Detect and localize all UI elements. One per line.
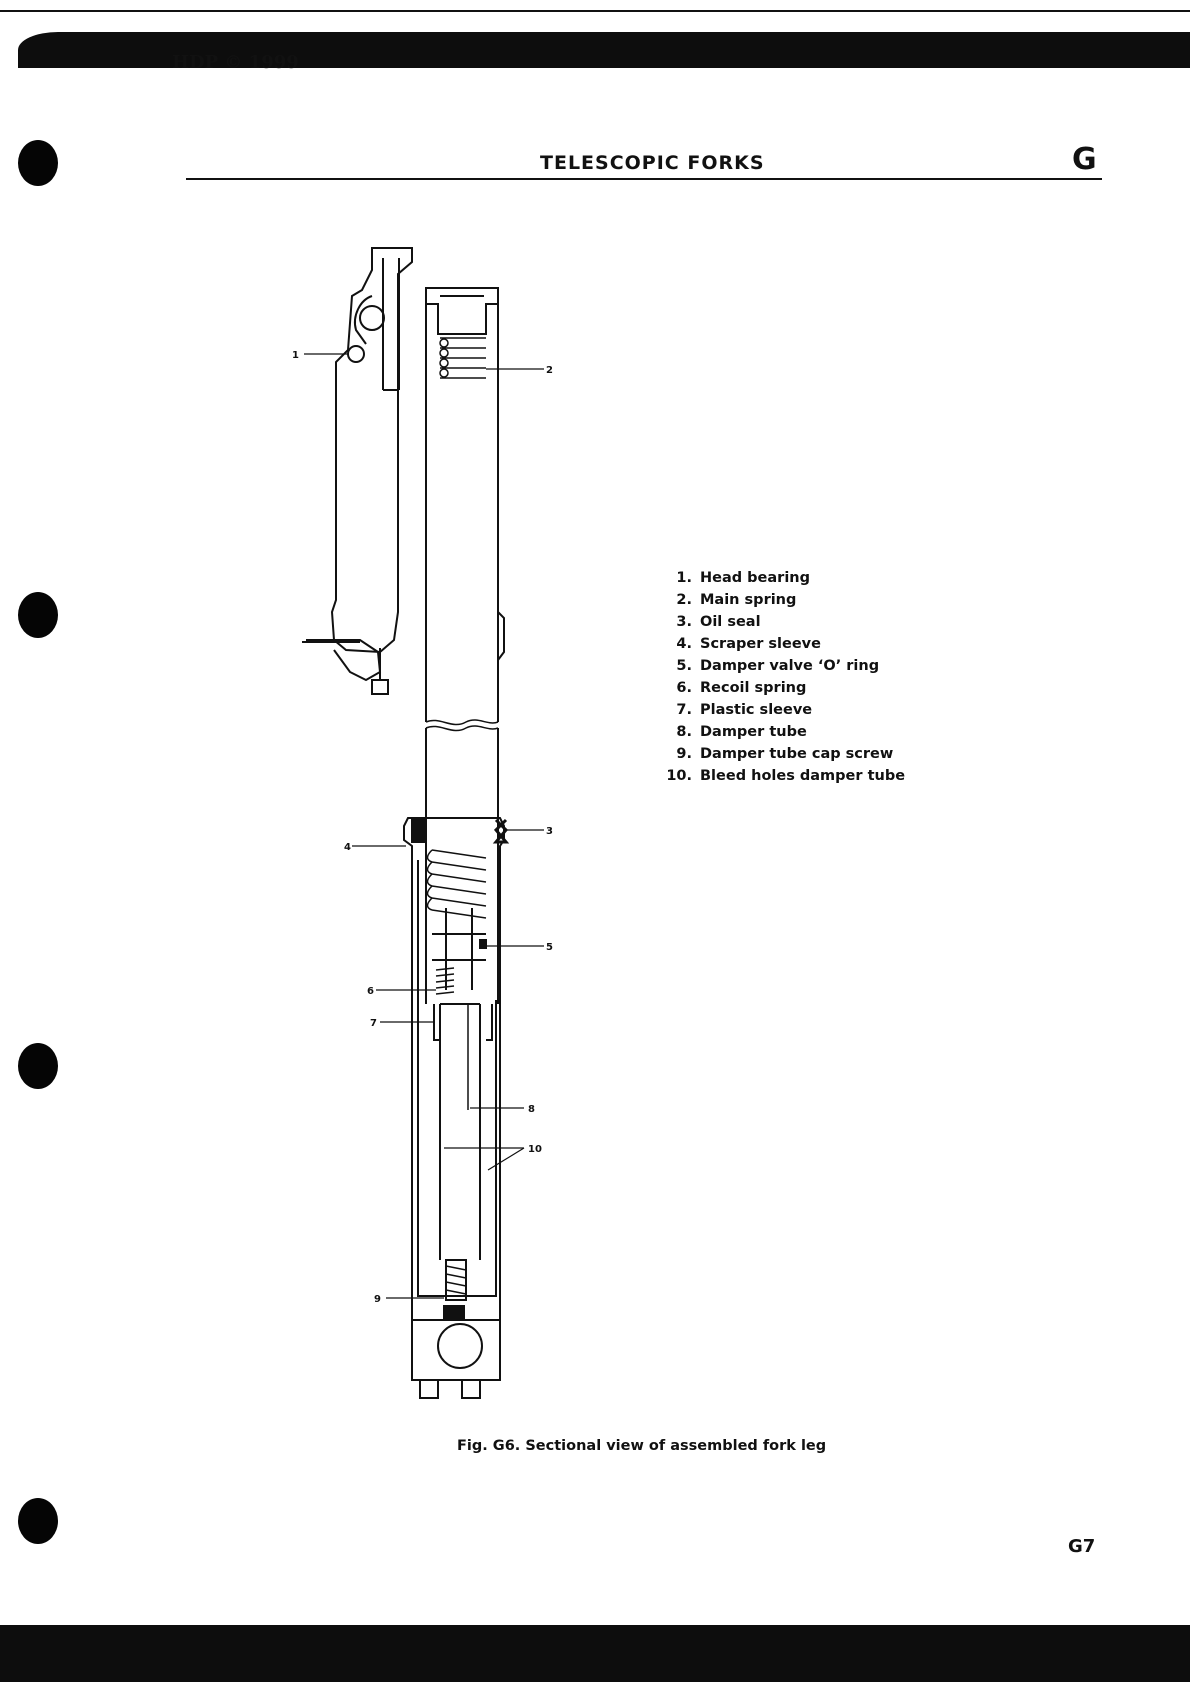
- legend-item: 7.Plastic sleeve: [662, 699, 905, 721]
- spindle-lug: [412, 1320, 500, 1380]
- callout-6: 6: [367, 986, 374, 997]
- legend-item: 4.Scraper sleeve: [662, 633, 905, 655]
- legend-item: 3.Oil seal: [662, 611, 905, 633]
- handlebar-clamp: [306, 640, 380, 680]
- spindle-boss: [438, 1324, 482, 1368]
- callout-7: 7: [370, 1018, 377, 1029]
- legend-item: 6.Recoil spring: [662, 677, 905, 699]
- cap-screw-thread: [446, 1266, 466, 1294]
- main-spring-bottom: [428, 850, 487, 918]
- oil-seal-left: [412, 818, 424, 842]
- stanchion-outer: [426, 304, 498, 722]
- fork-cap: [426, 288, 498, 334]
- plastic-sleeve: [434, 1004, 492, 1040]
- callout-1: 1: [292, 350, 299, 361]
- bearing-ring: [360, 306, 384, 330]
- steering-stem: [383, 258, 399, 390]
- callout-4: 4: [344, 842, 351, 853]
- fork-drawing: [302, 248, 506, 1398]
- legend-item: 5.Damper valve ‘O’ ring: [662, 655, 905, 677]
- yoke-bracket: [355, 296, 372, 344]
- stanchion-break: [426, 720, 498, 731]
- main-spring-top: [440, 338, 486, 378]
- callout-8: 8: [528, 1104, 535, 1115]
- parts-legend: 1.Head bearing 2.Main spring 3.Oil seal …: [662, 567, 905, 787]
- lug-nuts: [420, 1380, 480, 1398]
- slider-wall: [418, 860, 496, 1296]
- damper-valve: [432, 908, 486, 990]
- damper-o-ring: [480, 940, 486, 948]
- page-number: G7: [1068, 1536, 1095, 1557]
- callout-2: 2: [546, 365, 553, 376]
- figure-caption: Fig. G6. Sectional view of assembled for…: [457, 1438, 826, 1454]
- callout-9: 9: [374, 1294, 381, 1305]
- legend-item: 2.Main spring: [662, 589, 905, 611]
- damper-tube: [440, 1004, 480, 1260]
- callout-10: 10: [528, 1144, 542, 1155]
- legend-item: 1.Head bearing: [662, 567, 905, 589]
- legend-item: 8.Damper tube: [662, 721, 905, 743]
- callout-5: 5: [546, 942, 553, 953]
- oil-seal-right: [496, 820, 506, 842]
- callout-3: 3: [546, 826, 553, 837]
- bearing-ball: [348, 346, 364, 362]
- scan-bottom-border: [0, 1625, 1190, 1682]
- cap-screw-head: [444, 1306, 464, 1320]
- legend-item: 9.Damper tube cap screw: [662, 743, 905, 765]
- legend-item: 10.Bleed holes damper tube: [662, 765, 905, 787]
